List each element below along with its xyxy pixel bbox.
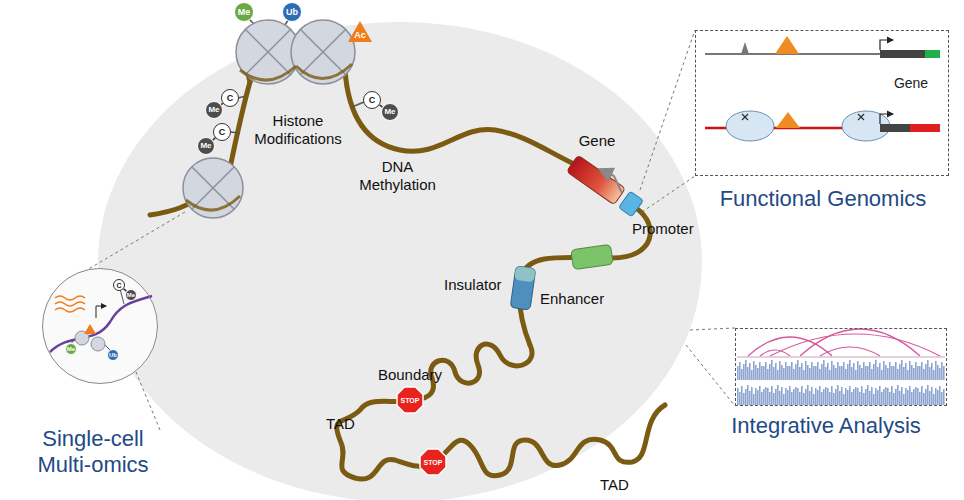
mark-label: Me [126, 290, 136, 300]
methyl-mark: Me [125, 289, 137, 301]
mark-label: Me [198, 138, 214, 154]
mark-label: Me [206, 102, 222, 118]
mark-label: Me [235, 3, 253, 21]
cytosine-mark: C [221, 89, 239, 107]
feature-label: Promoter [632, 220, 712, 238]
methyl-mark: Me [234, 2, 254, 22]
mark-label: Ub [283, 3, 301, 21]
mark-label: Me [382, 104, 398, 120]
methyl-mark: Me [381, 103, 399, 121]
feature-label: DNA Methylation [350, 158, 445, 194]
panel-heading: Functional Genomics [686, 186, 960, 212]
mark-label: C [364, 92, 380, 108]
mark-label: Ac [348, 21, 372, 42]
ubiquitin-mark: Ub [282, 2, 302, 22]
cytosine-mark: C [113, 279, 125, 291]
mark-label: STOP [420, 449, 446, 475]
mark-label: C [222, 90, 238, 106]
acetyl-mark: Ac [348, 21, 372, 42]
cell-inset: Single-cell Multi-omicsCMeMeUb [42, 268, 158, 384]
feature-label: Insulator [444, 276, 514, 294]
cytosine-mark: C [363, 91, 381, 109]
tad-label: TAD [600, 476, 640, 494]
panel-heading: Integrative Analysis [696, 413, 956, 439]
gene-label: Gene [886, 75, 936, 92]
feature-label: Boundary [372, 366, 448, 384]
stop-sign: STOP [420, 449, 446, 475]
mark-label: Ub [108, 350, 118, 360]
feature-label: Gene [575, 132, 619, 150]
feature-label: Enhancer [540, 290, 620, 308]
feature-label: Histone Modifications [250, 112, 346, 148]
inset-box: Functional GenomicsGene [695, 30, 949, 176]
mark-label: C [214, 124, 230, 140]
mark-label: Me [66, 344, 76, 354]
methyl-mark: Me [205, 101, 223, 119]
panel-heading: Single-cell Multi-omics [13, 426, 173, 479]
tad-label: TAD [326, 415, 366, 433]
cytosine-mark: C [213, 123, 231, 141]
stop-sign: STOP [397, 387, 423, 413]
methyl-mark: Me [197, 137, 215, 155]
ubiquitin-mark: Ub [107, 349, 119, 361]
mark-label: STOP [397, 387, 423, 413]
methyl-mark: Me [65, 343, 77, 355]
mark-label: C [114, 280, 124, 290]
inset-box: Integrative Analysis [735, 328, 947, 406]
